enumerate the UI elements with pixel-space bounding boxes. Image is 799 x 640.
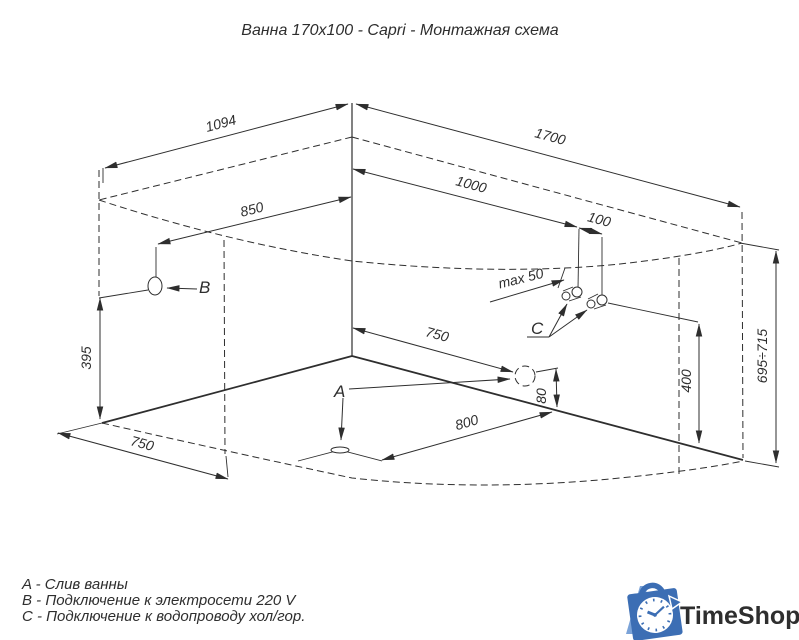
dim-line-750-floor	[57, 432, 229, 480]
dim-label-395: 395	[78, 346, 94, 370]
fitting-nose	[561, 291, 571, 301]
dim-label-800: 800	[453, 411, 480, 433]
fitting-nose	[586, 299, 596, 309]
dim-line-1700	[355, 103, 741, 208]
floor-left-edge	[101, 355, 353, 424]
bath-apron-left-edge	[223, 239, 226, 455]
legend-line-a: A - Слив ванны	[21, 576, 128, 593]
dim-label-400: 400	[678, 369, 694, 393]
dim-line-1094	[104, 103, 349, 169]
right-wall-outer-edge	[741, 211, 744, 459]
ext-floor-corner	[56, 422, 103, 435]
drain-outlet-circle	[514, 365, 536, 387]
max50-tick	[557, 267, 566, 289]
fitting-body-line	[593, 304, 607, 310]
leader-b	[166, 285, 198, 292]
point-label-c: C	[531, 319, 544, 338]
timeshop-logo[interactable]: TimeShop	[626, 582, 799, 640]
point-label-a: A	[333, 382, 345, 401]
dim-line-1000	[352, 168, 578, 228]
electro-connection-symbol	[147, 276, 163, 296]
fitting-body-line	[587, 293, 599, 300]
leader-c-to-pipe1	[548, 303, 568, 338]
logo-text: TimeShop	[680, 602, 799, 630]
clock-bag-icon	[627, 582, 683, 640]
dim-label-1700: 1700	[533, 124, 567, 148]
dimension-labels: 1094 1700 1000 100 850 max 50 395 750 80…	[78, 111, 770, 454]
fitting-flange	[571, 286, 583, 298]
dim-line-100	[578, 227, 603, 235]
ext-apron-to-750	[225, 455, 229, 478]
bath-rim-left-wall	[98, 136, 353, 201]
cursor-pointer-icon	[667, 594, 684, 611]
dim-line-850	[157, 196, 352, 245]
dimension-lines	[57, 103, 780, 480]
bath-rim-right-wall	[351, 136, 743, 244]
dim-label-1094: 1094	[204, 111, 238, 135]
dim-label-750-wall: 750	[424, 323, 451, 345]
extension-lines	[56, 168, 780, 478]
leader-c-to-pipe2	[548, 309, 588, 338]
dim-label-100: 100	[586, 208, 613, 230]
water-fitting-right	[586, 293, 608, 310]
dim-line-750-wall	[352, 327, 514, 373]
connection-points: A B C	[147, 276, 608, 454]
leader-a-to-floor	[338, 397, 345, 441]
water-pipe-left	[577, 228, 580, 290]
dim-line-800	[381, 411, 553, 461]
ext-floor-to-695	[744, 460, 780, 468]
dim-line-80	[553, 368, 560, 408]
clock-center-dot	[653, 613, 657, 617]
fitting-body-line	[568, 296, 582, 302]
ext-drain-to-80	[535, 367, 559, 373]
ext-rim-to-695	[739, 242, 780, 251]
dim-line-max50	[489, 279, 565, 303]
legend: A - Слив ванны B - Подключение к электро…	[21, 576, 305, 625]
point-label-b: B	[199, 278, 210, 297]
legend-line-c: C - Подключение к водопроводу хол/гор.	[22, 608, 305, 625]
bath-floor-front-curve	[101, 422, 744, 486]
leader-a-to-wall	[348, 376, 511, 390]
floor-right-edge	[351, 355, 744, 461]
dim-label-80: 80	[533, 388, 549, 404]
fitting-body-line	[562, 286, 574, 292]
dim-label-695-715: 695÷715	[754, 329, 770, 384]
drain-floor-symbol	[330, 446, 350, 454]
clock-minute-hand	[654, 605, 665, 616]
page-title: Ванна 170x100 - Capri - Монтажная схема	[241, 22, 559, 39]
dim-label-750-floor: 750	[129, 432, 156, 454]
fitting-flange	[596, 294, 608, 306]
clock-ticks	[638, 598, 672, 632]
ext-water-to-400	[607, 302, 699, 323]
dim-label-850: 850	[239, 199, 266, 220]
ext-electro-to-395	[98, 289, 149, 299]
room-structure	[98, 103, 744, 461]
water-fitting-left	[561, 286, 583, 302]
legend-line-b: B - Подключение к электросети 220 V	[22, 592, 297, 609]
dim-label-1000: 1000	[454, 172, 488, 196]
